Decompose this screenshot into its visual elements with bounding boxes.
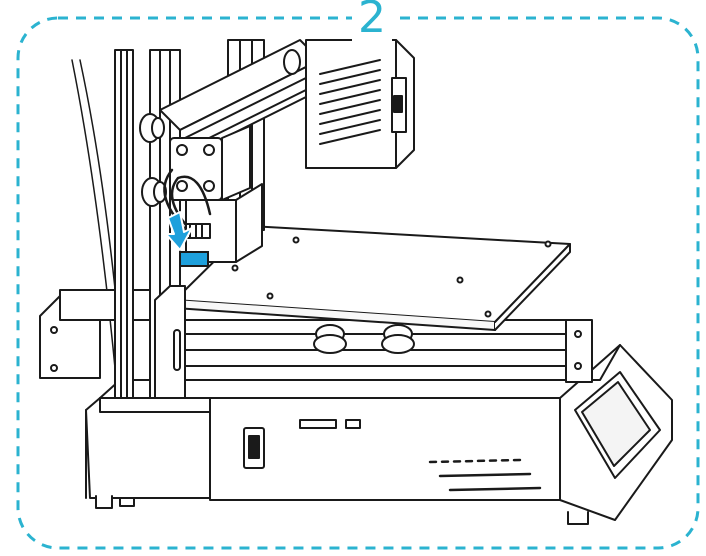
connector-socket-highlight — [179, 251, 209, 267]
x-motor-plate — [169, 125, 251, 201]
bottom-foot — [119, 497, 135, 507]
step-number: 2 — [352, 0, 392, 42]
sd-card-slot — [299, 419, 337, 429]
gantry-wheel — [141, 177, 167, 207]
column-bracket — [154, 285, 186, 411]
column-base — [99, 397, 211, 413]
power-switch-icon — [243, 427, 265, 469]
bed-wheel — [313, 324, 347, 354]
heat-bed — [174, 225, 571, 331]
usb-port — [345, 419, 361, 429]
bed-wheel — [381, 324, 415, 354]
dashed-frame — [16, 16, 700, 550]
filament-line — [71, 59, 119, 401]
vent-lines — [428, 458, 542, 492]
down-arrow-icon — [165, 211, 193, 251]
gantry-wheel — [139, 113, 165, 143]
touch-screen — [574, 371, 661, 479]
hotend-fan-shroud — [305, 39, 415, 169]
gantry-wheel — [283, 49, 301, 75]
